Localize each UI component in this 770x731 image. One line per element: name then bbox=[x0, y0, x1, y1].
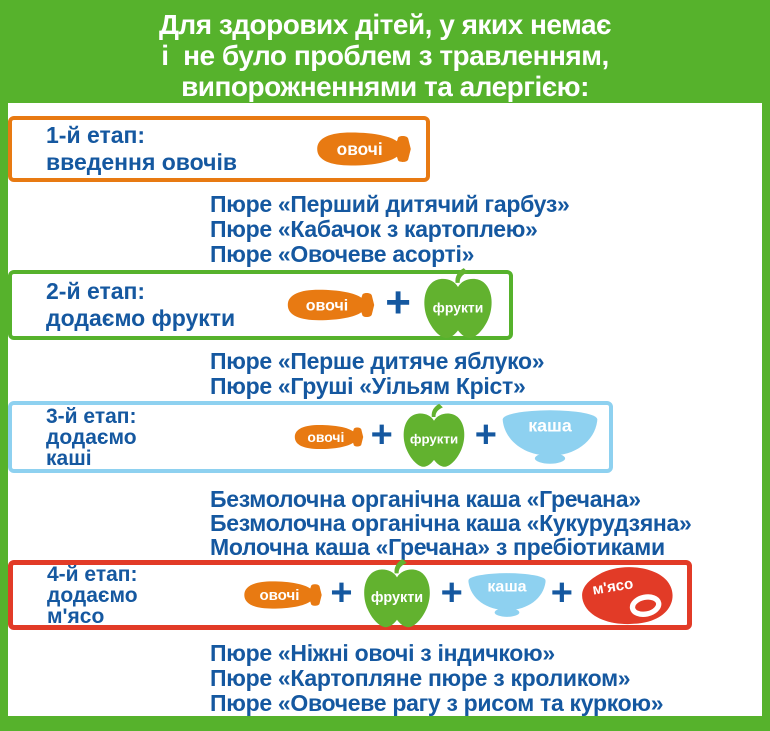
product-item: Безмолочна органічна каша «Кукурудзяна» bbox=[210, 510, 692, 536]
stage-2-title-line-1: 2-й етап: bbox=[46, 278, 146, 304]
product-item: Пюре «Картопляне пюре з кроликом» bbox=[210, 665, 631, 691]
stage-3-title: 3-й етап: додаємо каші bbox=[46, 406, 137, 469]
stage-2-products: Пюре «Перше дитяче яблуко» Пюре «Груші «… bbox=[210, 348, 545, 399]
stage-2-title: 2-й етап: додаємо фрукти bbox=[46, 278, 235, 332]
apple-icon-label: фрукти bbox=[370, 590, 422, 606]
product-item: Безмолочна органічна каша «Гречана» bbox=[210, 486, 641, 512]
apple-icon-label: фрукти bbox=[433, 299, 484, 315]
stage-3-box: 3-й етап: додаємо каші овочі + фрукти + … bbox=[8, 401, 613, 473]
carrot-icon: овочі bbox=[244, 581, 323, 609]
product-item: Пюре «Груші «Уільям Кріст» bbox=[210, 373, 526, 399]
stage-3-title-line-3: каші bbox=[46, 446, 92, 470]
meat-icon-label: м'ясо bbox=[591, 575, 634, 598]
plus-sign: + bbox=[550, 572, 573, 614]
apple-icon: фрукти bbox=[424, 268, 492, 338]
product-item: Молочна каша «Гречана» з пребіотиками bbox=[210, 534, 665, 560]
stage-4-products: Пюре «Ніжні овочі з індичкою» Пюре «Карт… bbox=[210, 640, 664, 716]
stage-3-products: Безмолочна органічна каша «Гречана» Безм… bbox=[210, 487, 692, 559]
apple-icon: фрукти bbox=[363, 559, 430, 628]
frame-right-strip bbox=[762, 103, 770, 731]
frame-left-strip bbox=[0, 103, 8, 731]
stage-4-title-line-3: м'ясо bbox=[47, 604, 105, 628]
plus-sign: + bbox=[385, 278, 411, 327]
stage-3-title-line-1: 3-й етап: bbox=[46, 404, 137, 428]
stage-4-title-line-1: 4-й етап: bbox=[47, 562, 138, 586]
stage-4-title: 4-й етап: додаємо м'ясо bbox=[47, 564, 138, 627]
meat-icon: м'ясо bbox=[582, 567, 673, 625]
carrot-icon-label: овочі bbox=[306, 298, 349, 315]
product-item: Пюре «Ніжні овочі з індичкою» bbox=[210, 640, 555, 666]
stage-2-icon-row: овочі + фрукти bbox=[283, 267, 499, 343]
plus-sign: + bbox=[474, 414, 497, 456]
stage-1-icon-row: овочі bbox=[312, 127, 416, 171]
carrot-icon: овочі bbox=[288, 289, 375, 321]
bowl-icon-label: каша bbox=[487, 578, 526, 595]
stage-1-box: 1-й етап: введення овочів овочі bbox=[8, 116, 430, 182]
stage-4-box: 4-й етап: додаємо м'ясо овочі + фрукти +… bbox=[8, 558, 692, 632]
stage-4-title-line-2: додаємо bbox=[47, 583, 138, 607]
plus-sign: + bbox=[370, 414, 393, 456]
plus-sign: + bbox=[330, 572, 353, 614]
carrot-icon: овочі bbox=[317, 132, 411, 166]
carrot-icon-label: овочі bbox=[260, 587, 300, 604]
product-item: Пюре «Овочеве асорті» bbox=[210, 241, 475, 267]
stage-3-title-line-2: додаємо bbox=[46, 425, 137, 449]
frame-bottom-strip bbox=[0, 716, 770, 731]
stage-3-icon-row: овочі + фрукти + каша bbox=[291, 403, 599, 471]
carrot-icon-label: овочі bbox=[307, 429, 344, 445]
apple-icon: фрукти bbox=[403, 403, 465, 467]
stage-1-products: Пюре «Перший дитячий гарбуз» Пюре «Кабач… bbox=[210, 192, 570, 267]
stage-2-box: 2-й етап: додаємо фрукти овочі + фрукти bbox=[8, 267, 513, 343]
plus-sign: + bbox=[440, 572, 463, 614]
product-item: Пюре «Кабачок з картоплею» bbox=[210, 216, 538, 242]
apple-icon-label: фрукти bbox=[410, 432, 458, 447]
header-line-1: Для здорових дітей, у яких немає bbox=[158, 9, 612, 40]
header-line-3: випорожненнями та алергією: bbox=[181, 71, 589, 102]
bowl-icon-label: каша bbox=[528, 416, 573, 436]
stage-1-title-line-2: введення овочів bbox=[46, 149, 237, 175]
product-item: Пюре «Перший дитячий гарбуз» bbox=[210, 191, 570, 217]
header-line-2: і не було проблем з травленням, bbox=[161, 40, 609, 71]
bowl-icon: каша bbox=[502, 410, 598, 464]
stage-1-title: 1-й етап: введення овочів bbox=[46, 122, 237, 176]
stage-2-title-line-2: додаємо фрукти bbox=[46, 305, 236, 331]
header-banner: Для здорових дітей, у яких немає і не бу… bbox=[0, 0, 770, 103]
product-item: Пюре «Перше дитяче яблуко» bbox=[210, 348, 545, 374]
stage-4-icon-row: овочі + фрукти + каша + м'ясо bbox=[240, 558, 677, 632]
bowl-icon: каша bbox=[468, 573, 546, 617]
product-item: Пюре «Овочеве рагу з рисом та куркою» bbox=[210, 690, 664, 716]
carrot-icon: овочі bbox=[294, 424, 363, 450]
stage-1-title-line-1: 1-й етап: bbox=[46, 122, 146, 148]
carrot-icon-label: овочі bbox=[337, 139, 383, 159]
